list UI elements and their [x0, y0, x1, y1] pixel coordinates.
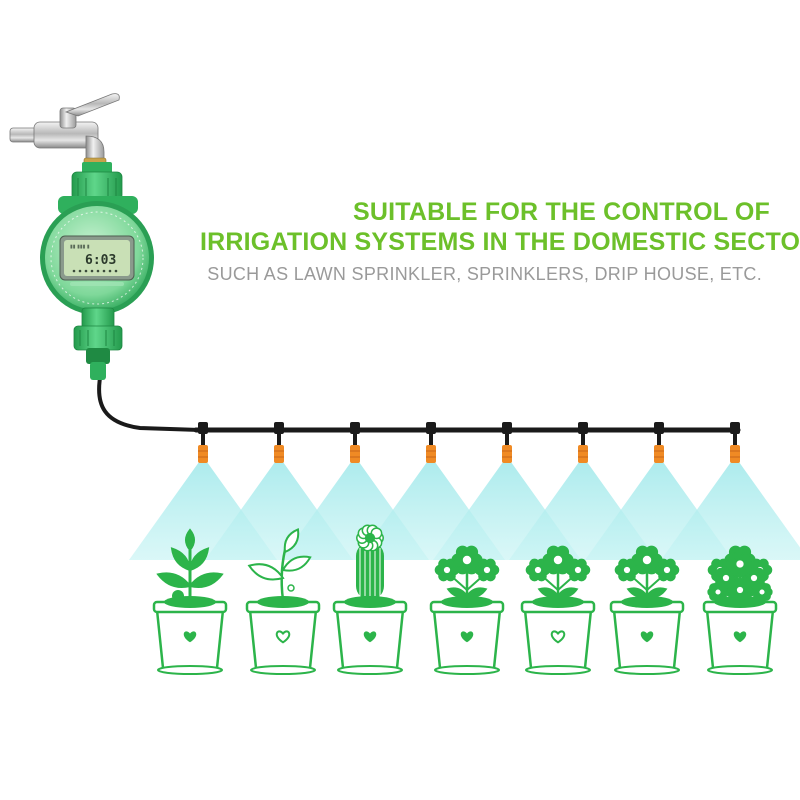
- heart-icon: [275, 630, 291, 644]
- potted-plant: [609, 545, 685, 675]
- sprinkler-nozzle-icon: [730, 422, 740, 463]
- subline-examples: SUCH AS LAWN SPRINKLER, SPRINKLERS, DRIP…: [207, 264, 762, 284]
- sprinkler-nozzle-icon: [578, 422, 588, 463]
- sprinkler-nozzles: [198, 422, 740, 463]
- potted-plant: [152, 528, 228, 675]
- headline-line-2: IRRIGATION SYSTEMS IN THE DOMESTIC SECTO…: [200, 228, 800, 256]
- flower-pot-icon: [245, 596, 321, 675]
- potted-plant: [429, 545, 505, 675]
- headline-line-1: SUITABLE FOR THE CONTROL OF: [353, 198, 770, 226]
- supply-hose: [97, 376, 202, 432]
- potted-plants: [152, 524, 778, 675]
- sprinkler-nozzle-icon: [350, 422, 360, 463]
- heart-icon: [550, 630, 566, 644]
- sprinkler-nozzle-icon: [274, 422, 284, 463]
- flower-pot-icon: [520, 596, 596, 675]
- sprinkler-nozzle-icon: [426, 422, 436, 463]
- svg-text:▮▮ ▮▮▮ ▮: ▮▮ ▮▮▮ ▮: [70, 244, 90, 250]
- potted-plant: [332, 524, 408, 675]
- lcd-time-reading: 6:03: [85, 253, 116, 268]
- spray-cone-icon: [661, 462, 800, 560]
- heart-icon: [640, 631, 654, 643]
- heart-icon: [460, 631, 474, 643]
- potted-plant: [245, 528, 321, 675]
- spray-cones: [129, 462, 800, 560]
- heart-icon: [363, 631, 377, 643]
- heart-icon: [733, 631, 747, 643]
- sprinkler-nozzle-icon: [198, 422, 208, 463]
- sprinkler-nozzle-icon: [654, 422, 664, 463]
- heart-icon: [183, 631, 197, 643]
- water-timer-icon: ▮▮ ▮▮▮ ▮ 6:03: [40, 162, 154, 380]
- potted-plant: [702, 545, 778, 675]
- potted-plant: [520, 545, 596, 675]
- sprinkler-nozzle-icon: [502, 422, 512, 463]
- faucet-icon: [9, 93, 120, 165]
